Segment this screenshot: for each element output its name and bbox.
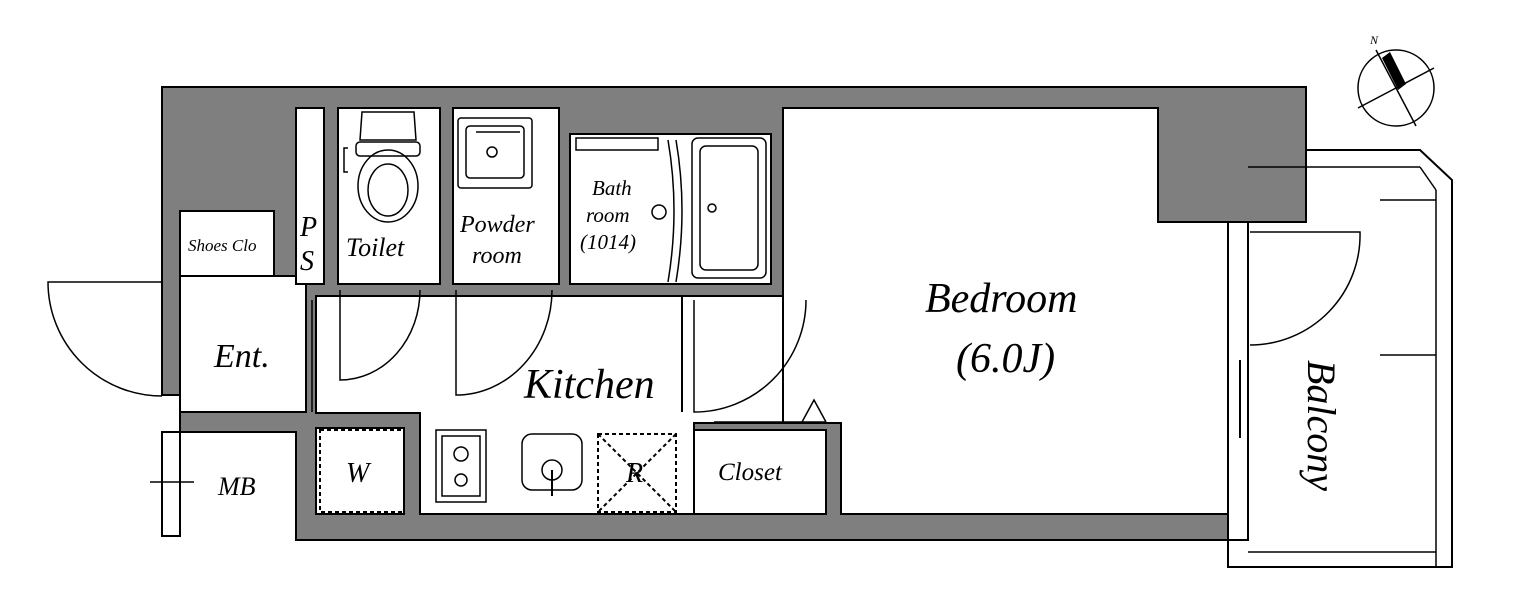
- interior-spaces: [179, 107, 1453, 568]
- entrance-door: [47, 281, 163, 397]
- meter-box-label: MB: [217, 472, 256, 501]
- room-labels: Shoes Clo P S Toilet Powder room Bath ro…: [188, 176, 1344, 501]
- toilet-fixture: [343, 111, 421, 223]
- compass: N: [1357, 33, 1435, 127]
- bedroom-label: Bedroom: [925, 276, 1077, 322]
- shoes-closet-label: Shoes Clo: [188, 236, 256, 255]
- bath-label-2: room: [586, 203, 630, 227]
- powder-room: [452, 107, 560, 285]
- closet: [693, 429, 827, 515]
- toilet-room: [337, 107, 441, 285]
- meter-box: [150, 431, 194, 537]
- ps-label-top: P: [299, 212, 317, 243]
- fridge-label: R: [625, 458, 643, 489]
- closet-label: Closet: [718, 459, 783, 486]
- bath-label-1: Bath: [592, 176, 632, 200]
- fridge-fixture: [597, 433, 677, 513]
- washer-space: [315, 427, 405, 515]
- washer-label: W: [346, 458, 372, 489]
- north-label: N: [1369, 33, 1379, 47]
- toilet-door: [339, 289, 421, 381]
- kitchen-sink-fixture: [521, 433, 583, 496]
- stove-fixture: [435, 429, 487, 503]
- entrance-label: Ent.: [213, 338, 270, 375]
- north-arrow-icon: [1382, 52, 1406, 90]
- toilet-label: Toilet: [346, 233, 405, 262]
- entrance-area: [179, 275, 307, 413]
- shoes-closet: [179, 210, 275, 277]
- bedroom-door: [693, 299, 807, 413]
- balcony-label: Balcony: [1299, 360, 1344, 491]
- powder-door: [455, 289, 553, 396]
- balcony: [1227, 149, 1453, 568]
- balcony-door: [1249, 231, 1361, 346]
- powder-label-1: Powder: [459, 212, 535, 238]
- pipe-space: [295, 107, 325, 285]
- doors: [47, 231, 1361, 438]
- bathtub-fixture: [575, 137, 767, 283]
- powder-label-2: room: [472, 243, 522, 269]
- fixtures: [319, 111, 827, 513]
- washer-fixture: [319, 429, 405, 513]
- balcony-details: [1248, 166, 1437, 567]
- kitchen-label: Kitchen: [523, 362, 655, 408]
- bedroom-size-label: (6.0J): [956, 336, 1055, 382]
- bath-label-3: (1014): [580, 230, 636, 254]
- ps-label-bottom: S: [300, 246, 314, 277]
- sink-fixture: [457, 117, 533, 189]
